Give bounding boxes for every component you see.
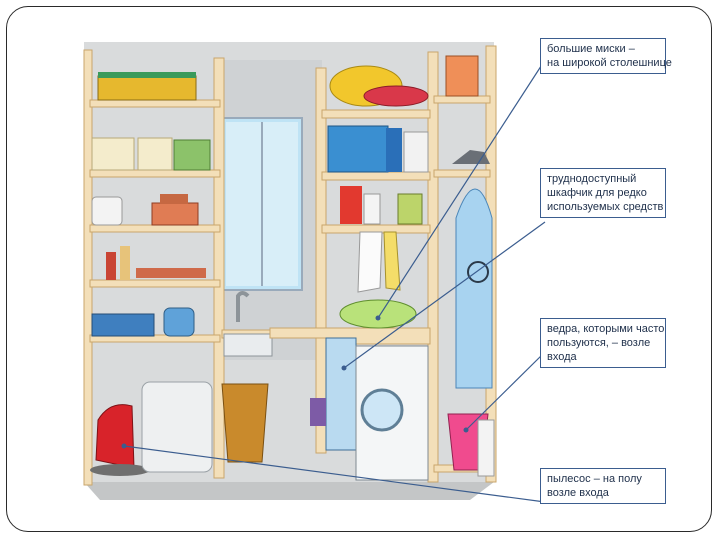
blue-folders <box>327 125 389 173</box>
window <box>221 117 303 291</box>
callout-vacuum-line-1: пылесос – на полу <box>547 473 642 485</box>
storage-box <box>91 137 135 171</box>
blue-bottle <box>386 128 402 172</box>
faucet <box>236 291 250 322</box>
tools <box>136 268 206 278</box>
ironing-board <box>455 188 493 389</box>
leader-vacuum <box>123 445 546 503</box>
green-jar <box>397 193 423 225</box>
callout-cabinet-line-1: труднодоступный <box>547 173 637 185</box>
water-canister <box>141 381 213 473</box>
callout-buckets-line-2: пользуются, – возле <box>547 337 651 349</box>
callout-cabinet: труднодоступный шкафчик для редко исполь… <box>540 168 666 218</box>
leader-buckets <box>465 351 546 431</box>
red-bottles <box>340 186 362 224</box>
green-box <box>173 139 211 171</box>
callout-buckets: ведра, которыми часто пользуются, – возл… <box>540 318 666 368</box>
callout-cabinet-line-2: шкафчик для редко <box>547 187 647 199</box>
green-tray <box>97 75 197 101</box>
copper-pot <box>151 202 199 226</box>
left-shelving <box>83 49 225 486</box>
laundry-basket <box>221 383 269 463</box>
white-bottle <box>363 193 381 225</box>
callout-buckets-line-1: ведра, которыми часто <box>547 323 665 335</box>
toolbox <box>91 313 155 337</box>
cabinet-door <box>325 337 357 451</box>
callout-vacuum: пылесос – на полу возле входа <box>540 468 666 504</box>
vacuum-cleaner <box>95 404 135 469</box>
green-bowl <box>339 299 417 329</box>
bottle-1 <box>106 252 116 280</box>
callout-bowls-line-2: на широкой столешнице <box>547 57 672 69</box>
callout-vacuum-line-2: возле входа <box>547 487 609 499</box>
blue-pot <box>163 307 195 337</box>
leader-bowls <box>377 59 546 319</box>
bottle-2 <box>120 246 130 280</box>
callout-cabinet-line-3: используемых средств <box>547 201 664 213</box>
leader-cabinet <box>343 221 546 369</box>
low-shelf-bottle <box>310 398 326 426</box>
towels <box>357 231 383 293</box>
sink <box>223 333 273 357</box>
callout-bowls-line-1: большие миски – <box>547 43 635 55</box>
detergent-box <box>403 131 429 173</box>
callout-buckets-line-3: входа <box>547 351 577 363</box>
white-bucket <box>477 419 495 477</box>
orange-container <box>445 55 479 97</box>
callout-bowls: большие миски – на широкой столешнице <box>540 38 672 74</box>
red-bowl <box>363 85 429 107</box>
white-jar <box>91 196 123 226</box>
floor <box>84 482 494 500</box>
storage-box-2 <box>137 137 173 171</box>
